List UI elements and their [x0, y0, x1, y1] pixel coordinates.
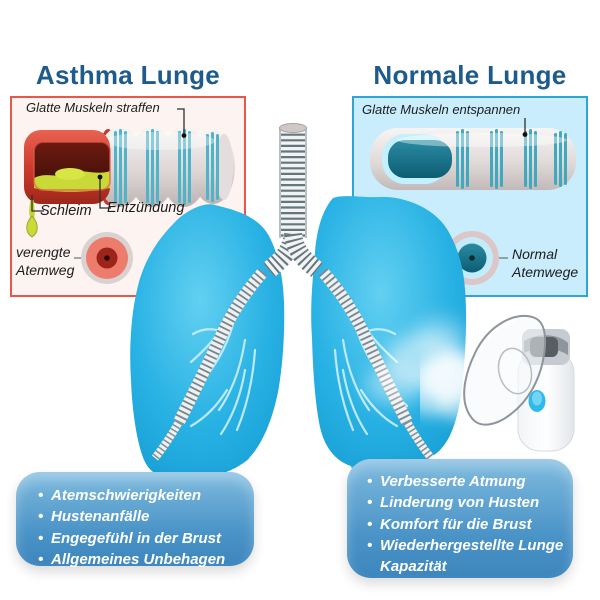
benefit-list: Verbesserte Atmung Linderung von Husten … [367, 471, 567, 577]
label-normal-airway: Normal Atemwege [512, 246, 579, 281]
aerosol-mist [420, 356, 482, 421]
benefit-item: Wiederhergestellte Lunge Kapazität [367, 535, 567, 578]
face-mask [463, 314, 547, 426]
symptom-item: Allgemeines Unbehagen [38, 549, 246, 571]
label-mucus: Schleim [40, 203, 92, 219]
asthma-symptoms-card: Atemschwierigkeiten Hustenanfälle Engege… [16, 472, 254, 570]
symptom-list: Atemschwierigkeiten Hustenanfälle Engege… [38, 485, 246, 570]
nebulizer-device [420, 314, 575, 452]
aerosol-mist [365, 317, 494, 405]
symptom-item: Hustenanfälle [38, 506, 246, 528]
symptom-item: Engegefühl in der Brust [38, 528, 246, 550]
trachea-tube [263, 123, 323, 277]
label-muscles-relax: Glatte Muskeln entspannen [362, 102, 521, 117]
device-body [517, 329, 575, 452]
bronchial-tree [179, 308, 409, 436]
treatment-benefits-card: Verbesserte Atmung Linderung von Husten … [347, 459, 573, 578]
benefit-item: Verbesserte Atmung [367, 471, 567, 493]
benefit-item: Linderung von Husten [367, 492, 567, 514]
asthma-lung-title: Asthma Lunge [35, 60, 221, 90]
label-inflammation: Entzündung [107, 200, 185, 216]
symptom-item: Atemschwierigkeiten [38, 485, 246, 507]
bronchi-tubes [151, 268, 435, 461]
label-muscles-tighten: Glatte Muskeln straffen [26, 100, 160, 115]
power-button [528, 390, 546, 412]
benefit-item: Komfort für die Brust [367, 514, 567, 536]
label-narrowed-airway: verengte Atemweg [16, 244, 75, 279]
normal-lung-title: Normale Lunge [373, 60, 567, 90]
